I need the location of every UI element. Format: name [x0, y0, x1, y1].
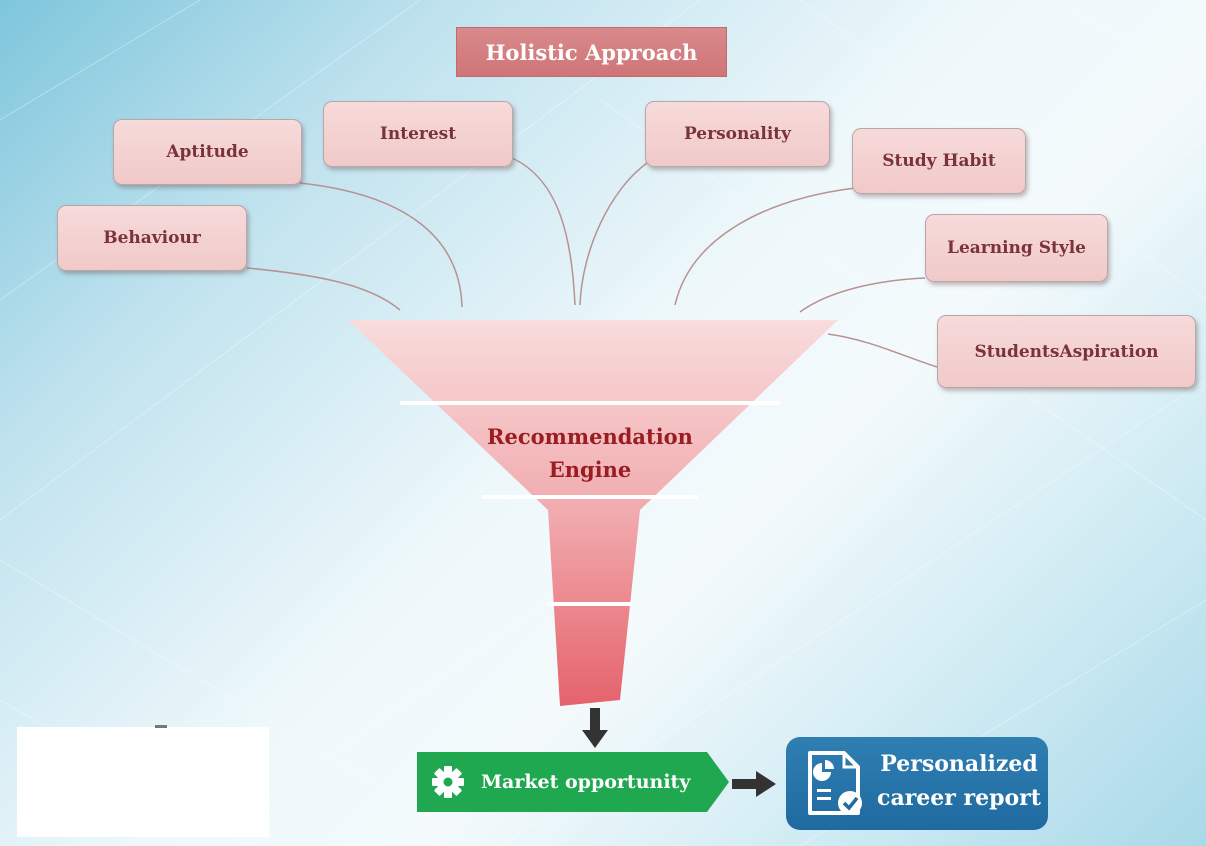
engine-label-line2: Engine: [548, 457, 632, 482]
personalized-career-report-card: Personalized career report: [786, 737, 1048, 830]
factor-behaviour-label: Behaviour: [103, 228, 201, 248]
report-label-line2: career report: [877, 785, 1041, 811]
down-arrow-icon: [582, 708, 608, 748]
factor-aptitude-label: Aptitude: [166, 142, 249, 162]
recommendation-engine-label: Recommendation Engine: [440, 420, 740, 486]
market-opportunity-label: Market opportunity: [481, 771, 691, 793]
connector-behaviour: [246, 267, 401, 311]
factor-students-aspiration-label: StudentsAspiration: [974, 341, 1159, 362]
report-icon: [804, 749, 868, 819]
connector-aptitude: [299, 182, 463, 308]
connector-study-habit: [674, 187, 856, 306]
factor-learning-style-label: Learning Style: [946, 238, 1086, 258]
report-label-line1: Personalized: [880, 751, 1038, 777]
market-opportunity-tag: Market opportunity: [417, 752, 729, 812]
factor-interest-label: Interest: [379, 124, 457, 144]
factor-study-habit: Study Habit: [852, 128, 1026, 194]
connector-interest: [511, 157, 576, 306]
factor-aptitude: Aptitude: [113, 119, 302, 185]
market-tag-shape: [417, 752, 729, 812]
factor-students-aspiration: StudentsAspiration: [937, 315, 1196, 388]
report-label: Personalized career report: [874, 747, 1044, 815]
factor-behaviour: Behaviour: [57, 205, 247, 271]
engine-label-line1: Recommendation: [487, 424, 693, 449]
blank-patch: [17, 727, 269, 837]
factor-personality: Personality: [645, 101, 830, 167]
right-arrow-icon: [732, 771, 776, 797]
factor-interest: Interest: [323, 101, 513, 167]
factor-study-habit-label: Study Habit: [882, 151, 996, 171]
gear-icon: [431, 765, 465, 799]
factor-learning-style: Learning Style: [925, 214, 1108, 282]
connector-learning-style: [799, 277, 926, 313]
connector-aspiration: [827, 333, 938, 368]
small-mark: [155, 725, 167, 728]
funnel-body: [348, 320, 838, 706]
title-holistic-approach: Holistic Approach: [456, 27, 727, 77]
connector-personality: [579, 162, 648, 306]
factor-personality-label: Personality: [683, 124, 792, 144]
